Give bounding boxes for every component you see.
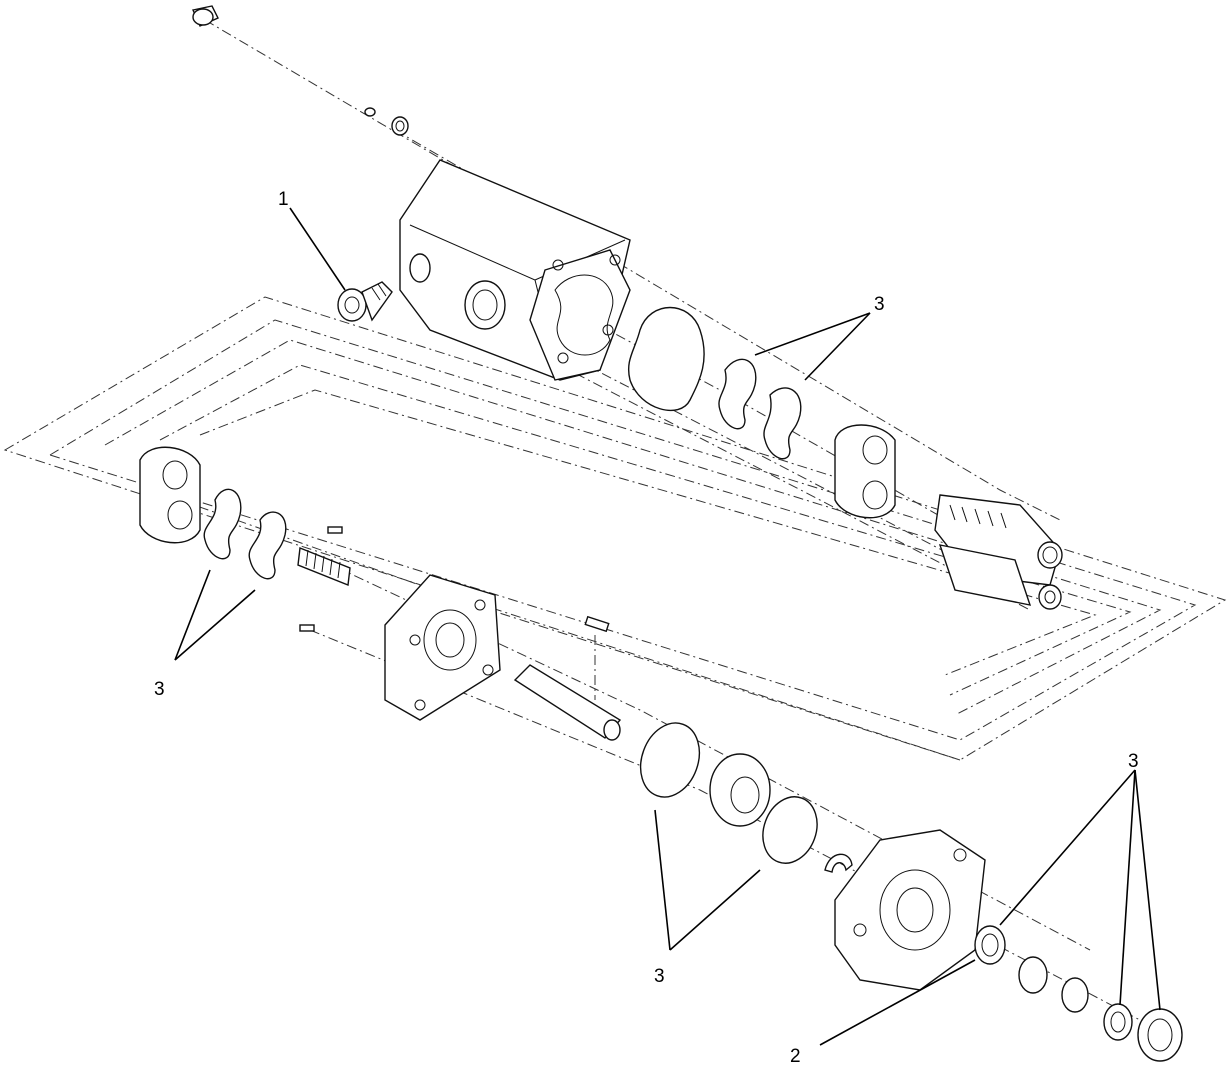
callout-3-gaskets-left: 3	[154, 679, 165, 700]
callout-3-orings: 3	[654, 966, 665, 987]
callout-3-seals: 3	[1128, 751, 1139, 772]
bearing-block-right	[834, 424, 896, 519]
drive-shaft	[513, 615, 622, 741]
relief-valve	[337, 281, 393, 322]
callout-3-gaskets-right: 3	[874, 294, 885, 315]
shaft-seal-kit	[974, 925, 1183, 1062]
spline-shaft	[297, 526, 351, 632]
leader-lines	[174, 207, 1161, 1046]
callout-2: 2	[790, 1046, 801, 1067]
gear-set	[934, 494, 1063, 610]
callout-1: 1	[278, 189, 289, 210]
wear-plate-left	[139, 446, 287, 580]
pump-housing	[399, 159, 631, 381]
housing-gaskets	[628, 306, 802, 460]
front-flange	[384, 574, 501, 721]
tie-bolt	[192, 5, 409, 136]
seal-kit-center	[639, 722, 853, 873]
